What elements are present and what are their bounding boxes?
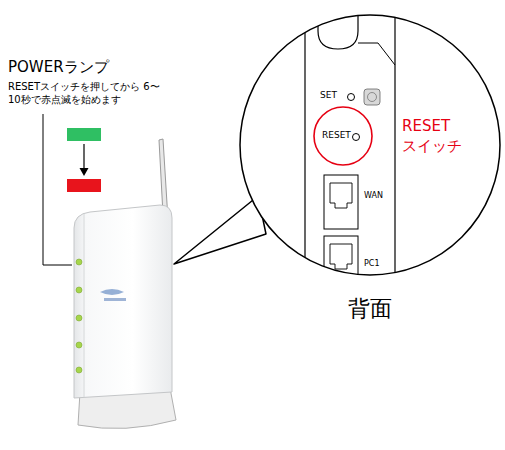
change-arrow — [83, 144, 84, 169]
logo-mark — [100, 289, 124, 295]
port-label: PC1 — [364, 259, 380, 269]
port-label: WAN — [364, 191, 383, 201]
green-lamp-swatch — [67, 128, 101, 141]
magnifier-outline — [240, 15, 500, 275]
red-lamp-swatch — [67, 179, 101, 192]
note: RESETスイッチを押してから 6〜10秒で赤点滅を始めます — [8, 80, 193, 106]
magnifier-fill — [240, 15, 500, 275]
callout-label: RESET スイッチ — [402, 117, 486, 156]
magnifier-callout: SET RESET RESET スイッチ WAN PC1 背面 — [238, 13, 502, 333]
view-caption: 背面 — [238, 295, 502, 324]
callout-tail — [174, 196, 266, 264]
router-body — [74, 205, 172, 398]
logo-mark — [104, 298, 126, 301]
part-name: POWERランプ — [8, 58, 109, 78]
router-edge — [84, 214, 85, 397]
highlight-ring — [314, 107, 372, 165]
magnifier-shape — [238, 13, 502, 333]
rear-panel — [305, 13, 395, 313]
panel-label: RESET — [322, 130, 351, 142]
status-lamps — [76, 259, 82, 373]
change-arrowhead — [80, 168, 89, 176]
panel-label: SET — [320, 90, 337, 102]
